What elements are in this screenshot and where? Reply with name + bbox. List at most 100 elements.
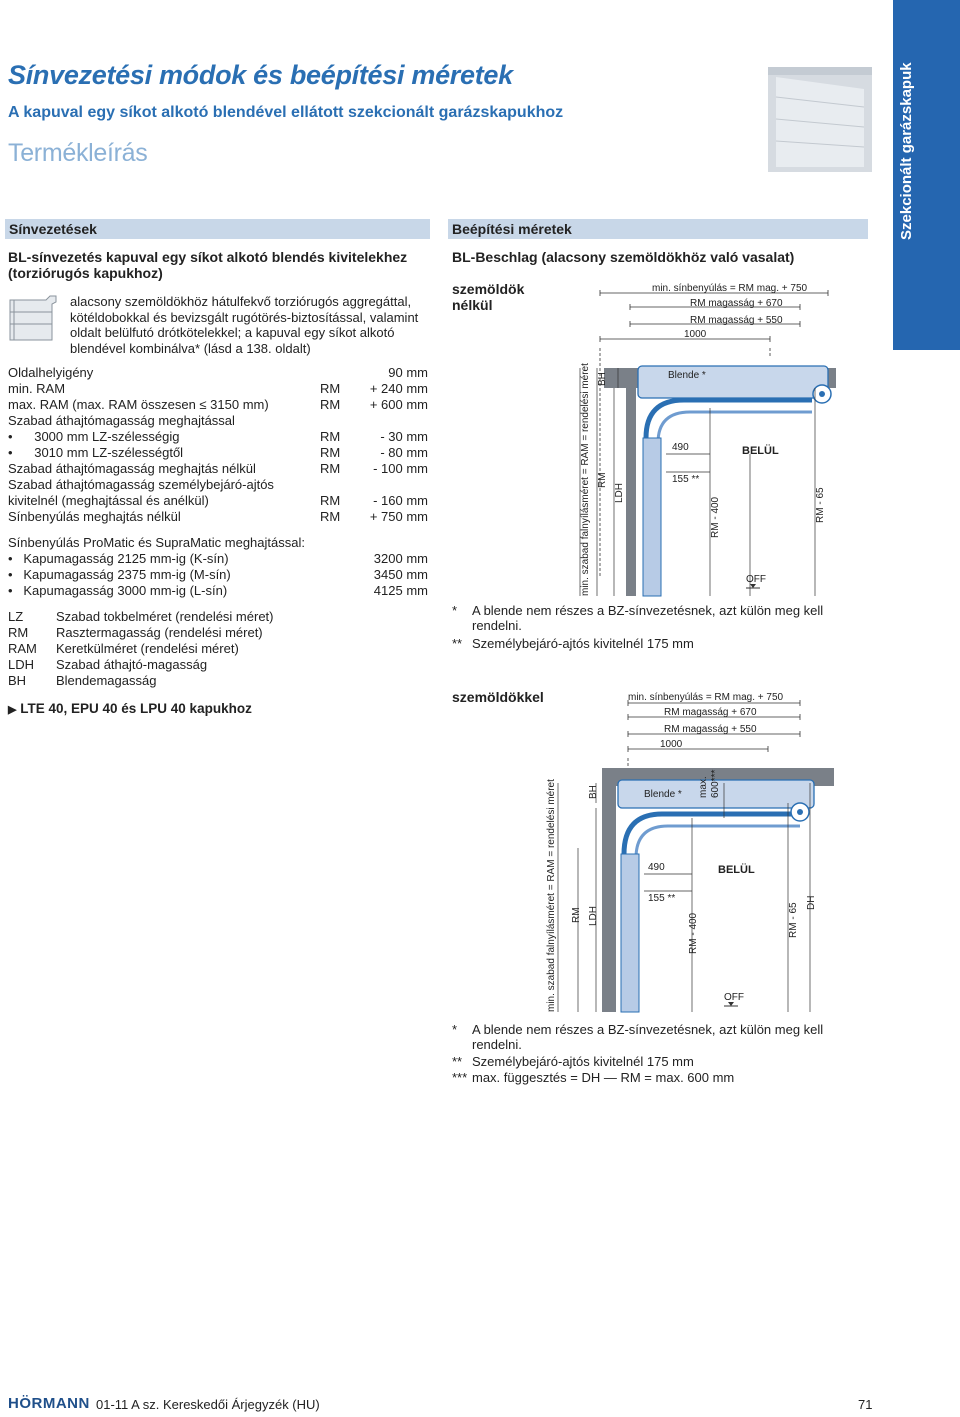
spec-row: Szabad áthajtómagasság meghajtás nélkül R…: [8, 461, 428, 477]
promatic-row: • Kapumagasság 3000 mm-ig (L-sín)4125 mm: [8, 583, 428, 599]
spec-value: 90 mm: [388, 365, 428, 380]
spec-label: • 3010 mm LZ-szélességtől: [8, 445, 184, 460]
dim-label: min. sínbenyúlás = RM mag. + 750: [652, 283, 808, 294]
footnote-text: max. függesztés = DH — RM = max. 600 mm: [472, 1070, 735, 1085]
product-link[interactable]: ▶ LTE 40, EPU 40 és LPU 40 kapukhoz: [8, 701, 252, 716]
guide-heading: BL-sínvezetés kapuval egy síkot alkotó b…: [8, 249, 408, 281]
dim-label: 1000: [684, 329, 707, 340]
spring-axle-icon: [797, 809, 803, 815]
spec-row: kivitelnél (meghajtással és anélkül) RM - …: [8, 493, 428, 509]
dim-label: RM magasság + 670: [690, 298, 783, 309]
spec-value: - 160 mm: [373, 493, 428, 508]
bh-label: BH: [588, 785, 599, 799]
spec-unit: RM: [320, 445, 341, 460]
glossary-key: LDH: [8, 657, 35, 672]
door-icon: [6, 294, 62, 344]
guide-description: alacsony szemöldökhöz hátulfekvő torziór…: [70, 294, 430, 356]
blende-housing: [637, 365, 829, 399]
dim-490: 490: [672, 442, 689, 453]
promatic-row: • Kapumagasság 2375 mm-ig (M-sín) 3450 mm: [8, 567, 428, 583]
glossary-value: Blendemagasság: [56, 673, 157, 688]
section-bar-dimensions: Beépítési méretek: [448, 219, 868, 239]
triangle-right-icon: ▶: [8, 704, 17, 716]
guide-heading-line1: BL-sínvezetés kapuval egy síkot alkotó b…: [8, 249, 408, 265]
bh-label: BH: [597, 372, 608, 386]
rm-label: RM: [597, 472, 608, 488]
spec-row: max. RAM (max. RAM összesen ≤ 3150 mm) RM…: [8, 397, 428, 413]
rm-label: RM: [571, 907, 582, 923]
rm400-label: RM - 400: [710, 496, 721, 538]
dim-155: 155 **: [672, 474, 699, 485]
spec-row: Szabad áthajtómagasság meghajtással: [8, 413, 428, 429]
dim-label: RM magasság + 670: [664, 707, 757, 718]
spec-row: Oldalhelyigény 90 mm: [8, 365, 428, 381]
rm65-label: RM - 65: [815, 487, 826, 523]
product-link-label: LTE 40, EPU 40 és LPU 40 kapukhoz: [20, 701, 252, 716]
spec-value: + 240 mm: [369, 381, 428, 396]
spec-unit: RM: [320, 493, 341, 508]
glossary-key: LZ: [8, 609, 24, 624]
dh-label: DH: [806, 896, 817, 910]
ldh-label: LDH: [588, 906, 599, 926]
spec-label: kivitelnél (meghajtással és anélkül): [8, 493, 209, 508]
spec-unit: RM: [320, 509, 341, 524]
spec-unit: RM: [320, 461, 341, 476]
spec-unit: RM: [320, 397, 341, 412]
glossary-value: Keretkülméret (rendelési méret): [56, 641, 239, 656]
promatic-label: • Kapumagasság 2375 mm-ig (M-sín): [8, 567, 231, 582]
footnote-key: ***: [452, 1070, 468, 1085]
side-tab: Szekcionált garázskapuk: [893, 0, 960, 350]
page-subtitle: A kapuval egy síkot alkotó blendével ell…: [8, 104, 564, 121]
footnote-text: Személybejáró-ajtós kivitelnél 175 mm: [472, 636, 694, 651]
promatic-row: • Kapumagasság 2125 mm-ig (K-sín)3200 mm: [8, 551, 428, 567]
track-inner: [656, 410, 812, 596]
footnote-text: A blende nem részes a BZ-sínvezetésnek, …: [472, 1022, 824, 1052]
max600-label: 600***: [710, 770, 721, 798]
diagram1-label-line1: szemöldök: [452, 281, 525, 297]
door-panel: [642, 437, 662, 597]
dimensions-heading: BL-Beschlag (alacsony szemöldökhöz való …: [452, 249, 795, 265]
promatic-title: Sínbenyúlás ProMatic és SupraMatic megha…: [8, 535, 305, 550]
wall: [626, 388, 636, 596]
dim-label: min. sínbenyúlás = RM mag. + 750: [628, 692, 784, 703]
footer-doc: 01-11 A sz. Kereskedői Árjegyzék (HU): [96, 1397, 320, 1412]
diagram2: min. sínbenyúlás = RM mag. + 750 RM maga…: [546, 692, 834, 1013]
inside-label: BELÜL: [718, 863, 755, 876]
diagram1: min. sínbenyúlás = RM mag. + 750 RM maga…: [579, 283, 836, 597]
spec-unit: RM: [320, 429, 341, 444]
spec-label: Oldalhelyigény: [8, 365, 94, 380]
desc-line: kötéldobokkal és bevizsgált rugótörés-bi…: [70, 309, 419, 325]
diagram1-label: szemöldök nélkül: [452, 281, 524, 313]
spec-value: - 100 mm: [373, 461, 428, 476]
door-panel: [620, 853, 640, 1013]
spec-label: max. RAM (max. RAM összesen ≤ 3150 mm): [8, 397, 269, 412]
lintel-wall: [602, 786, 616, 1012]
footnote-key: *: [452, 603, 458, 618]
brand-logo: HÖRMANN: [8, 1395, 90, 1412]
blende-housing: [617, 779, 815, 809]
page-title: Sínvezetési módok és beépítési méretek: [8, 60, 513, 90]
desc-line: oldalt belülfutó drótkötelekkel; a kapuv…: [70, 325, 395, 340]
blende-label: Blende *: [644, 789, 682, 800]
promatic-value: 3200 mm: [373, 551, 428, 566]
promatic-value: 3450 mm: [373, 567, 428, 582]
opening-label: min. szabad falnyílásméret = RAM = rende…: [546, 779, 557, 1012]
track-outer: [621, 811, 800, 1012]
diagram2-label: szemöldökkel: [452, 689, 544, 705]
glossary-key: RAM: [8, 641, 37, 656]
glossary-key: RM: [8, 625, 29, 640]
inside-label: BELÜL: [742, 444, 779, 457]
spec-label: Szabad áthajtómagasság meghajtás nélkül: [8, 461, 256, 476]
footnote-key: **: [452, 1054, 463, 1069]
dim-490: 490: [648, 862, 665, 873]
dim-label: RM magasság + 550: [690, 315, 783, 326]
spec-unit: RM: [320, 381, 341, 396]
track-outer: [643, 397, 812, 596]
footnote-text: Személybejáró-ajtós kivitelnél 175 mm: [472, 1054, 694, 1069]
spec-label: • 3000 mm LZ-szélességig: [8, 429, 180, 444]
opening-label: min. szabad falnyílásméret = RAM = rende…: [580, 363, 591, 596]
